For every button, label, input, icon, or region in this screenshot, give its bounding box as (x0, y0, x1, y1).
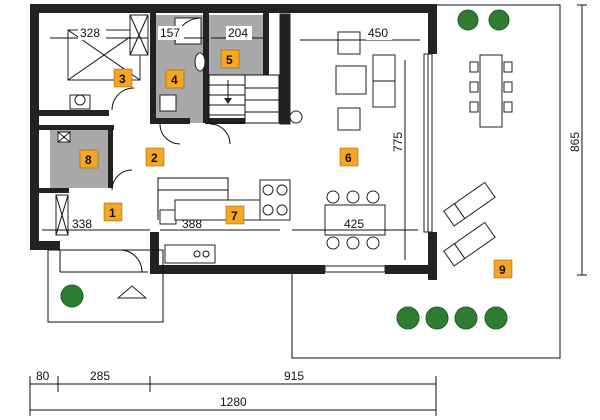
dim-overall-depth: 865 (568, 132, 582, 152)
kitchen-island-sink (159, 209, 177, 225)
dimension-lines (29, 4, 587, 416)
wall-room3-south (39, 110, 109, 116)
door-entrance (119, 249, 143, 273)
room-tag-6: 6 (339, 147, 359, 167)
porch (47, 249, 164, 323)
door-room8 (111, 169, 133, 191)
kitchen-worktop (164, 244, 216, 264)
dim-room5: 204 (228, 26, 248, 40)
armchair-1 (337, 31, 361, 55)
room-tag-1: 1 (103, 202, 123, 222)
wall-room8-east (108, 125, 113, 188)
dim-room6: 450 (368, 26, 388, 40)
wall-south-right (385, 265, 437, 274)
lounger-1 (443, 181, 496, 227)
wall-stairs-south (205, 118, 245, 124)
room-number: 8 (85, 153, 92, 167)
wall-kitchen-west (150, 232, 159, 274)
window-south (324, 265, 386, 273)
armchair-2 (337, 107, 361, 131)
dim-room3: 328 (80, 26, 100, 40)
plant-icon (425, 306, 449, 330)
room-tags: 1 2 3 4 5 6 7 8 9 (79, 49, 513, 279)
step-arrow (116, 285, 148, 299)
room-tag-8: 8 (79, 149, 99, 169)
toilet (159, 94, 177, 112)
room-tag-5: 5 (220, 49, 240, 69)
dim-dining: 425 (344, 217, 364, 231)
wall-room8-north (39, 125, 114, 130)
door-room4 (159, 123, 181, 145)
wall-east-bottom (428, 232, 437, 280)
wall-south-mid (150, 265, 325, 274)
wall-room5-east (263, 13, 269, 75)
fireplace (289, 110, 303, 124)
dim-bottom-c: 915 (284, 369, 304, 383)
wall-room4-east (203, 13, 209, 123)
wall-room4-south (150, 118, 190, 124)
plants (60, 9, 510, 330)
plant-icon (396, 306, 420, 330)
dim-room6-depth: 775 (391, 132, 405, 152)
room-number: 6 (345, 151, 352, 165)
plant-icon (457, 9, 479, 31)
plant-icon (454, 306, 478, 330)
room-number: 7 (231, 209, 238, 223)
room-tag-2: 2 (145, 147, 165, 167)
terrace-table (479, 54, 503, 128)
door-stairs (209, 123, 231, 145)
wall-south-left (30, 241, 60, 250)
room-number: 4 (171, 73, 178, 87)
coffee-table (335, 65, 367, 95)
room-tag-9: 9 (493, 259, 513, 279)
room-number: 1 (109, 206, 116, 220)
stairs (208, 74, 280, 124)
room-tag-4: 4 (165, 69, 185, 89)
dim-bottom-b: 285 (90, 369, 110, 383)
wall-room3-east (150, 13, 156, 123)
wall-north (30, 4, 437, 13)
wall-east-top (428, 4, 437, 54)
room-number: 5 (226, 53, 233, 67)
room-number: 3 (119, 72, 126, 86)
room-number: 9 (499, 263, 506, 277)
plant-icon (488, 9, 510, 31)
dim-bottom-a: 80 (36, 369, 50, 383)
washbasin (194, 52, 206, 72)
room-tag-7: 7 (225, 205, 245, 225)
plant-icon (60, 284, 84, 308)
dim-room1: 338 (72, 217, 92, 231)
dimension-labels: 328 157 204 450 775 865 338 388 425 80 2… (36, 26, 582, 409)
room-tag-3: 3 (113, 68, 133, 88)
wall-west (30, 4, 39, 250)
lounger-2 (443, 221, 496, 267)
wall-room8-south (39, 188, 69, 193)
plant-icon (484, 306, 508, 330)
wall-column (279, 13, 291, 125)
kitchen-counter (157, 177, 229, 220)
dim-room4: 157 (160, 26, 180, 40)
dim-room7: 388 (182, 217, 202, 231)
door-room3 (111, 87, 135, 111)
dim-bottom-total: 1280 (220, 395, 247, 409)
room-number: 2 (151, 151, 158, 165)
